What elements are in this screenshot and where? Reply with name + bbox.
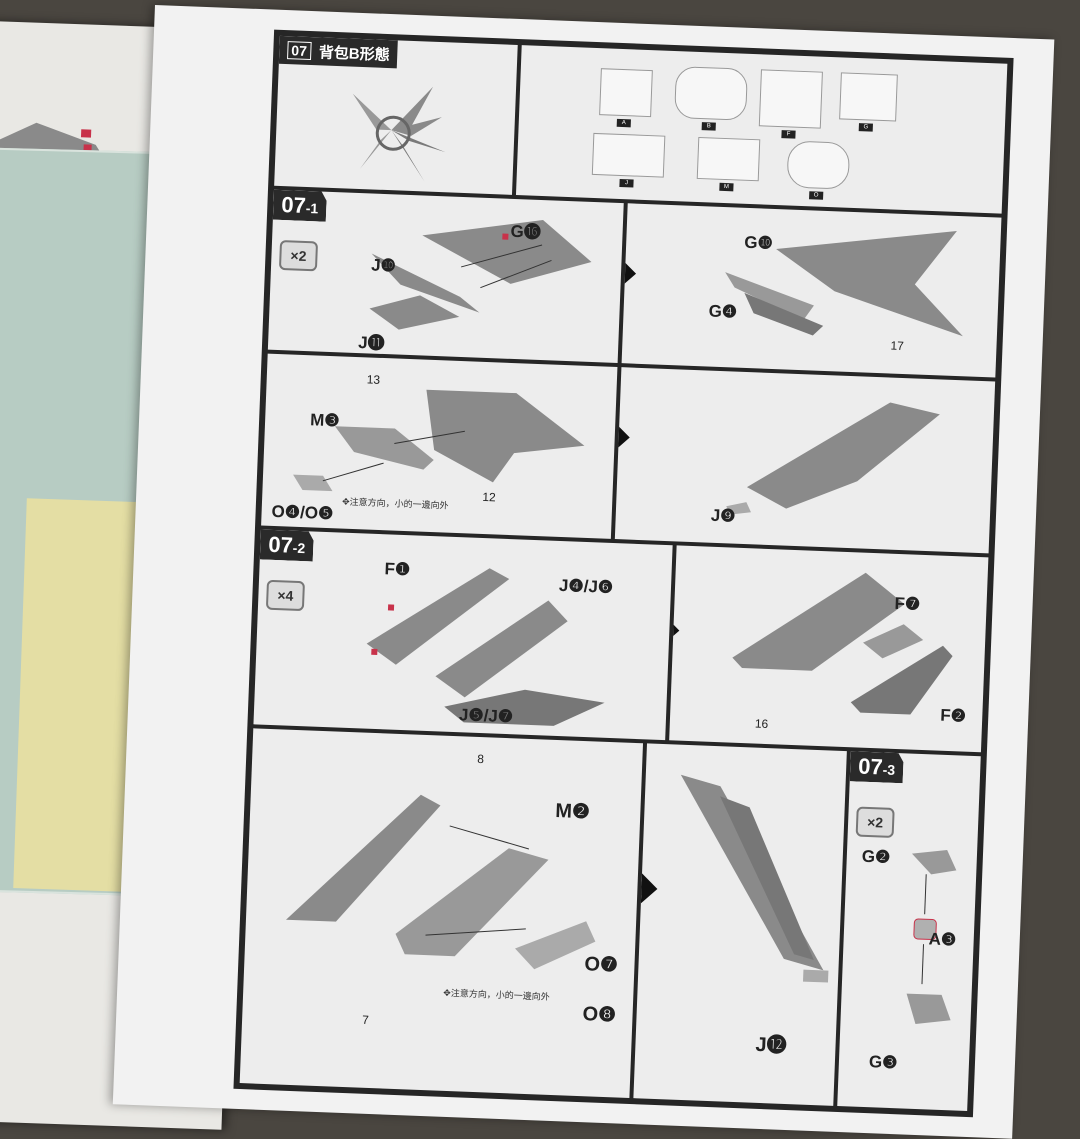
direction-note: ✥注意方向，小的一邊向外 (443, 987, 550, 1002)
part-label-o7: O❼ (584, 953, 619, 977)
runner-b (674, 66, 748, 121)
runner-tag-a: A (616, 118, 631, 128)
step-07-1-b-panel: 13 M❸ 12 ✥注意方向，小的一邊向外 O❹/O❺ (261, 353, 618, 539)
step-07-1-b-result-panel: J❾ (614, 367, 996, 554)
step-07-1-a-panel: 07-1 ×2 G⓰ J❿ J⓫ (267, 189, 624, 364)
step-07-2-b-panel: 8 M❷ 7 O❼ O❽ ✥注意方向，小的一邊向外 (239, 728, 644, 1099)
section-header-panel: 07 背包B形態 (274, 35, 518, 195)
yellow-insert (13, 498, 137, 892)
part-label-g3: G❸ (868, 1052, 898, 1073)
runner-tag-j: J (619, 178, 634, 188)
callout-8: 8 (477, 751, 485, 767)
part-label-g16: G⓰ (510, 221, 542, 242)
runner-f (758, 69, 823, 129)
callout-16: 16 (754, 716, 769, 732)
part-label-f1: F❶ (384, 559, 411, 580)
callout-13: 13 (366, 372, 381, 387)
callout-17: 17 (890, 338, 905, 353)
quantity-badge: ×4 (265, 579, 305, 612)
next-arrow-icon (621, 258, 637, 289)
part-label-g2: G❷ (861, 846, 891, 867)
part-label-j4-j6: J❹/J❻ (558, 575, 614, 598)
step-07-1-assembled-view (725, 230, 963, 337)
step-07-3-exploded-view (906, 850, 957, 1024)
runner-tag-m: M (719, 182, 734, 192)
step-07-2-assembled-view (732, 572, 953, 715)
next-arrow-icon (669, 614, 680, 645)
part-label-m2: M❷ (554, 799, 591, 824)
step-07-1-b-assembled-view (726, 402, 940, 515)
step-07-1-b-exploded-view (293, 389, 585, 492)
part-label-a3: A❸ (928, 929, 957, 950)
part-label-j10: J❿ (370, 255, 397, 276)
runner-a (599, 68, 653, 118)
step-07-1-a-result-panel: G❿ G❹ 17 (621, 203, 1002, 378)
next-arrow-icon (614, 421, 630, 452)
part-label-j12: J⓬ (755, 1033, 788, 1058)
step-07-2-b-result-panel: J⓬ (633, 743, 847, 1106)
runner-m (696, 136, 761, 182)
step-07-1-exploded-view (369, 220, 592, 330)
runner-g (839, 72, 898, 122)
step-07-2-b-exploded-view (285, 794, 596, 970)
runner-j (591, 132, 666, 178)
step-07-2-result-panel: F❼ F❷ 16 (669, 545, 989, 753)
callout-7: 7 (361, 1012, 370, 1027)
part-label-o4-o5: O❹/O❺ (271, 501, 334, 524)
part-label-j5-j7: J❺/J❼ (458, 705, 514, 727)
part-label-m3: M❸ (309, 410, 340, 431)
part-label-o8: O❽ (582, 1003, 617, 1027)
step-label-07-1: 07-1 (273, 190, 327, 222)
part-label-g10: G❿ (743, 232, 774, 253)
callout-12: 12 (482, 489, 496, 505)
quantity-badge: ×2 (855, 806, 895, 838)
step-07-2-b-assembled-view (680, 774, 829, 983)
backpack-b-illustration (352, 86, 446, 182)
section-title-bar: 07 背包B形態 (278, 35, 399, 69)
part-label-g4: G❹ (708, 301, 738, 322)
runner-tag-b: B (701, 122, 716, 131)
step-label-07-2: 07-2 (260, 529, 314, 561)
section-number: 07 (287, 41, 312, 61)
runner-panel: A B F G J M O (515, 45, 1008, 214)
runner-tag-f: F (781, 130, 796, 139)
manual-page: 07 背包B形態 A B F G J M (112, 5, 1055, 1139)
runner-o (786, 140, 851, 190)
quantity-badge: ×2 (278, 239, 319, 272)
part-label-j11: J⓫ (357, 333, 386, 354)
runner-tag-o: O (809, 191, 824, 200)
part-label-j9: J❾ (710, 505, 736, 526)
runner-tag-g: G (858, 123, 873, 132)
step-07-2-exploded-view (366, 568, 605, 726)
part-label-f2: F❷ (939, 705, 967, 726)
instruction-frame: 07 背包B形態 A B F G J M (233, 29, 1014, 1118)
section-title: 背包B形態 (318, 43, 390, 64)
step-07-2-panel: 07-2 ×4 F❶ J❹/J❻ J❺/J❼ (253, 529, 673, 741)
step-07-3-panel: 07-3 ×2 G❷ A❸ G❸ (837, 751, 981, 1111)
part-label-f7: F❼ (894, 593, 921, 614)
step-label-07-3: 07-3 (850, 751, 904, 783)
